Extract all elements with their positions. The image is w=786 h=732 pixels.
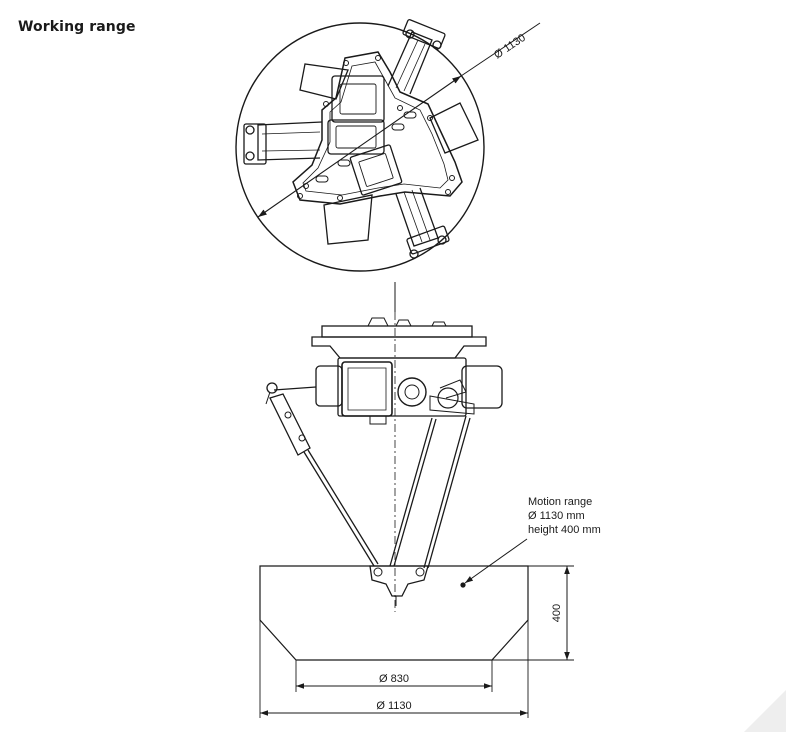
top-view-arm-top bbox=[387, 19, 446, 95]
side-view-drive-gear bbox=[397, 377, 427, 407]
side-view-elbow-left bbox=[266, 382, 278, 394]
top-view-housing-inner bbox=[302, 61, 449, 196]
motion-note-line-3: height 400 mm bbox=[528, 524, 601, 536]
motion-range-point bbox=[460, 582, 466, 588]
top-view-diameter-extension bbox=[460, 22, 541, 77]
side-view-end-effector bbox=[369, 565, 429, 597]
side-view-rod-right bbox=[423, 415, 467, 569]
height-dimension-label: 400 bbox=[551, 604, 563, 622]
side-view-rod-left bbox=[303, 451, 375, 567]
side-view-mounting-flange bbox=[311, 336, 487, 359]
top-view-arm-bottom bbox=[395, 187, 450, 259]
top-view bbox=[235, 19, 541, 312]
side-view-rod-center bbox=[389, 417, 433, 567]
top-view-diameter-line bbox=[257, 75, 462, 218]
side-view-motor-right bbox=[461, 365, 503, 409]
motion-note-line-1: Motion range bbox=[528, 496, 592, 508]
top-view-paddle-right bbox=[429, 102, 479, 154]
top-view-diameter-label: Ø 1130 bbox=[492, 32, 528, 62]
side-view-joint-right bbox=[437, 387, 459, 409]
page-corner-fold bbox=[744, 690, 786, 732]
motion-note-leader bbox=[464, 538, 528, 584]
top-view-arm-left bbox=[243, 121, 323, 165]
top-view-paddle-upper-left bbox=[299, 63, 349, 100]
motion-note-line-2: Ø 1130 mm bbox=[528, 510, 585, 522]
top-view-housing bbox=[292, 51, 463, 205]
top-view-module-box bbox=[349, 144, 403, 196]
working-envelope-outline bbox=[259, 565, 529, 661]
side-view bbox=[265, 312, 503, 612]
working-envelope bbox=[259, 538, 574, 718]
page-title: Working range bbox=[18, 19, 136, 35]
side-view-flange-top bbox=[321, 325, 473, 338]
top-view-module-box-inner bbox=[358, 153, 394, 187]
outer-width-dimension-label: Ø 1130 bbox=[376, 700, 411, 712]
side-view-drive-box bbox=[341, 361, 393, 417]
side-view-upper-arm-left bbox=[269, 393, 311, 456]
top-view-module-middle-inner bbox=[335, 125, 377, 149]
side-view-body bbox=[337, 357, 467, 417]
top-view-working-circle bbox=[235, 22, 485, 272]
inner-width-dimension-label: Ø 830 bbox=[379, 673, 409, 685]
